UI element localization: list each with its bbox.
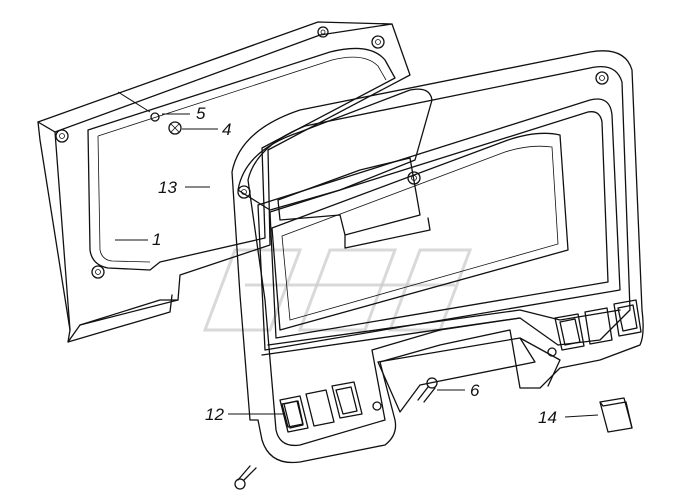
screw-bottom (234, 465, 257, 490)
watermark-logo (202, 248, 473, 332)
washer-part-5 (150, 112, 160, 122)
switch-blank-part-14 (599, 397, 633, 433)
callout-4: 4 (222, 120, 231, 139)
screw-part-4 (168, 121, 182, 135)
callout-5: 5 (196, 104, 206, 123)
callout-13: 13 (158, 178, 177, 197)
front-bezel-part-13 (231, 50, 644, 464)
callout-12: 12 (205, 405, 224, 424)
callout-1: 1 (152, 230, 161, 249)
leader-lines (115, 91, 599, 418)
rear-housing-part-1 (37, 21, 431, 343)
callout-14: 14 (538, 408, 557, 427)
switch-part-12 (281, 400, 304, 428)
screw-part-6 (417, 377, 438, 403)
callout-6: 6 (470, 381, 480, 400)
